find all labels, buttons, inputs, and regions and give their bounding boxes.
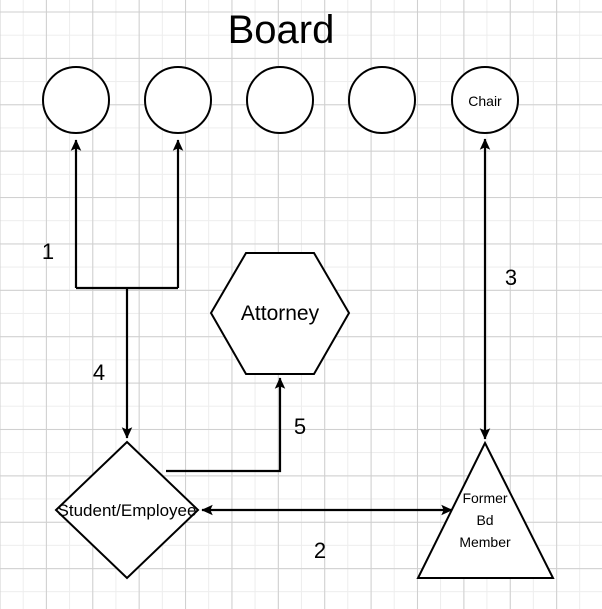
edge-2-label: 2 xyxy=(314,538,326,563)
board-member-2-circle[interactable] xyxy=(144,66,212,134)
attorney-label: Attorney xyxy=(241,302,320,325)
chair-circle[interactable] xyxy=(451,66,519,134)
former-bd-member-label: Former xyxy=(462,490,507,506)
chair-label: Chair xyxy=(468,93,502,109)
edge-5-label: 5 xyxy=(294,414,306,439)
page-title: Board xyxy=(228,8,335,52)
student-employee-label: Student/Employee xyxy=(58,501,197,520)
former-bd-member-label-line2: Bd xyxy=(476,512,493,528)
edge-1-label: 1 xyxy=(42,239,54,264)
board-member-1-circle[interactable] xyxy=(42,66,110,134)
attorney-hexagon[interactable] xyxy=(209,252,351,375)
edge-4-label: 4 xyxy=(93,360,105,385)
edge-3-label: 3 xyxy=(505,265,517,290)
former-bd-member-label-line3: Member xyxy=(459,534,511,550)
board-member-4-circle[interactable] xyxy=(348,66,416,134)
board-member-3-circle[interactable] xyxy=(246,66,314,134)
student-employee-diamond[interactable] xyxy=(54,440,200,580)
edge-5-connector[interactable] xyxy=(166,377,286,473)
